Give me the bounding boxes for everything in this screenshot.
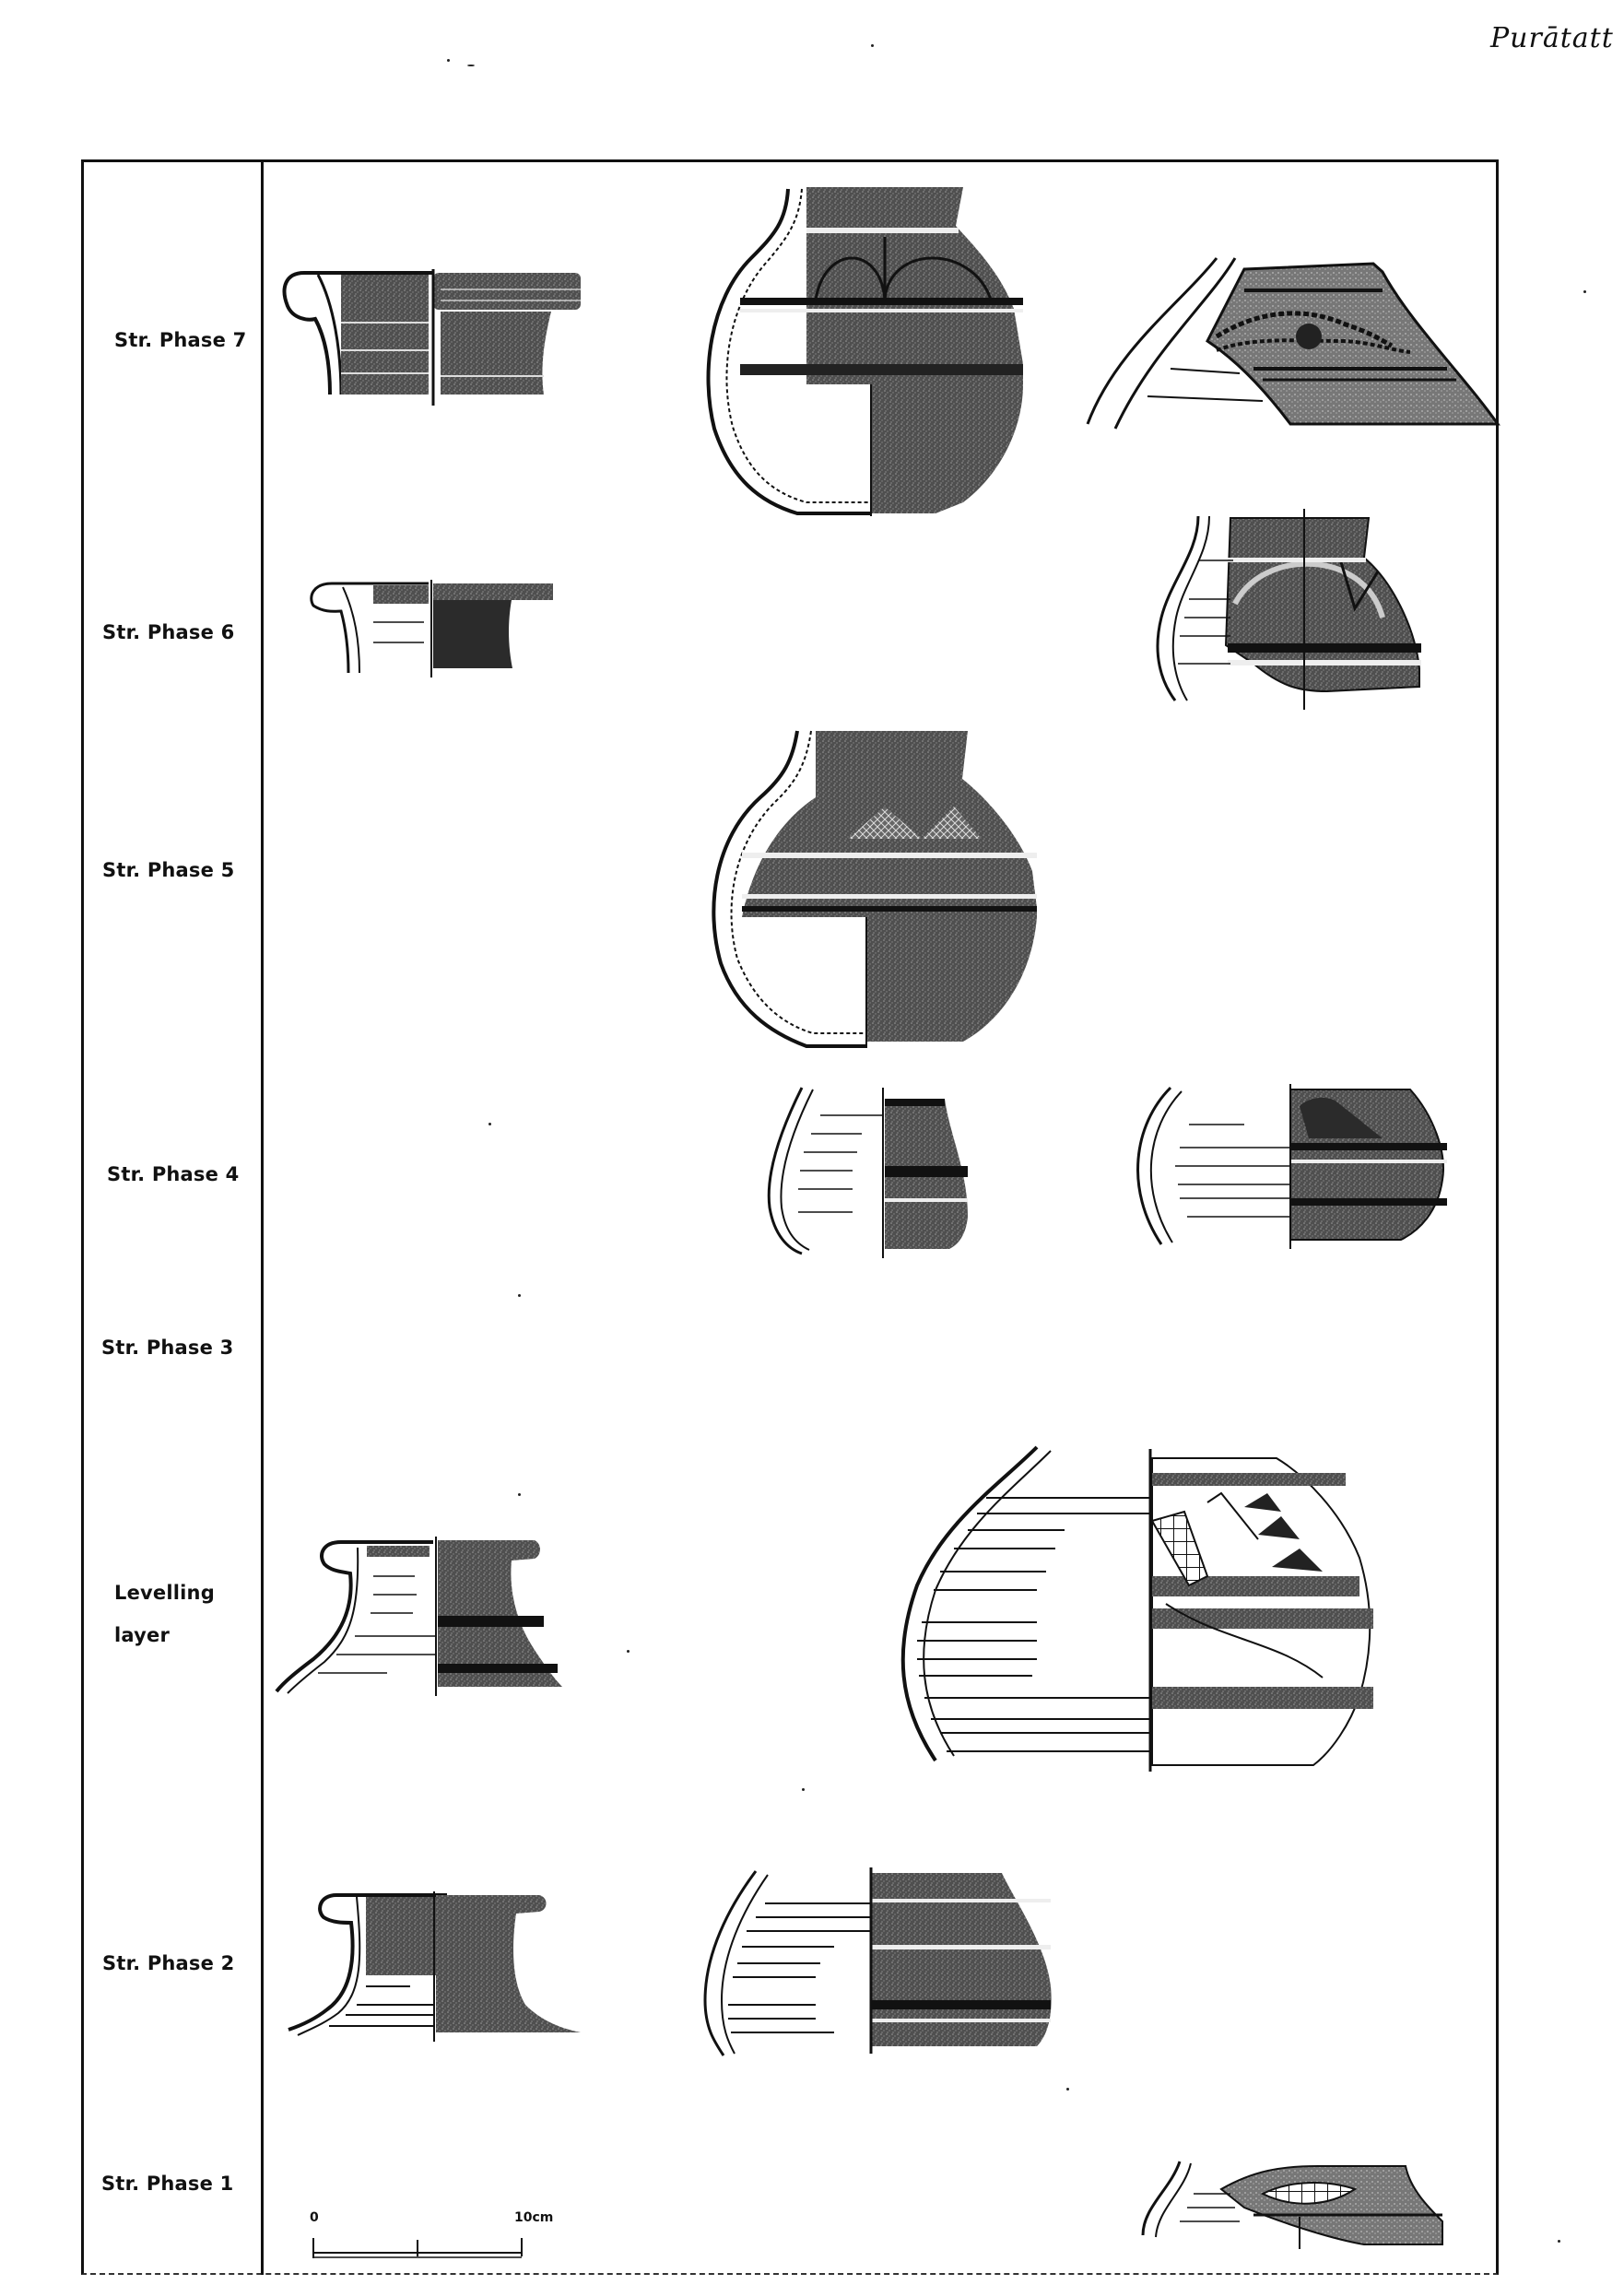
scan-speck: [1583, 290, 1586, 293]
scan-speck: [467, 65, 475, 66]
phase-label-levelling-line1: Levelling: [114, 1582, 215, 1604]
running-head: Purātatt: [1490, 22, 1614, 54]
vessel-phase6-small-rim: [304, 576, 562, 677]
vessel-phase1-net-motif-sherd: [1134, 2152, 1447, 2254]
phase-label-levelling-line2: layer: [114, 1624, 171, 1646]
phase-label-1: Str. Phase 1: [101, 2173, 234, 2195]
vessel-levelling-flared-jar: [267, 1535, 599, 1696]
vessel-phase7-rim-bowl: [277, 267, 590, 406]
scale-bar: 0 10cm: [310, 2210, 559, 2266]
phase-label-7: Str. Phase 7: [114, 329, 247, 351]
scan-speck: [627, 1650, 630, 1653]
phase-label-2: Str. Phase 2: [102, 1952, 235, 1974]
phase-label-levelling: Levelling layer: [114, 1572, 262, 1656]
figure-frame: [81, 159, 1499, 2275]
phase-label-5: Str. Phase 5: [102, 859, 235, 881]
scan-speck: [447, 59, 450, 62]
phase-label-4: Str. Phase 4: [107, 1163, 240, 1185]
phase-label-3: Str. Phase 3: [101, 1337, 234, 1359]
phase-label-6: Str. Phase 6: [102, 621, 235, 643]
label-column-divider: [261, 159, 264, 2275]
scale-start-label: 0: [310, 2210, 319, 2225]
scan-speck: [488, 1123, 491, 1125]
scale-end-label: 10cm: [514, 2210, 554, 2225]
vessel-phase2-jar-body: [687, 1862, 1055, 2060]
vessel-phase7-shoulder-sherd: [1078, 249, 1502, 433]
vessel-levelling-large-globular-jar: [889, 1438, 1461, 1779]
scan-speck: [1558, 2240, 1560, 2243]
vessel-phase2-flared-jar: [281, 1890, 604, 2042]
scan-speck: [518, 1493, 521, 1496]
scale-ruler-icon: [312, 2238, 523, 2258]
scan-speck: [1066, 2088, 1069, 2091]
vessel-phase7-globular-jar: [696, 180, 1037, 521]
scan-speck: [871, 44, 874, 47]
scan-speck: [802, 1788, 805, 1791]
vessel-phase6-arched-jar: [1143, 507, 1438, 710]
vessel-phase4-animal-motif-sherd: [1115, 1078, 1465, 1254]
vessel-phase4-small-jar: [747, 1078, 1023, 1263]
vessel-phase5-globular-jar: [700, 724, 1041, 1055]
scan-speck: [518, 1294, 521, 1297]
